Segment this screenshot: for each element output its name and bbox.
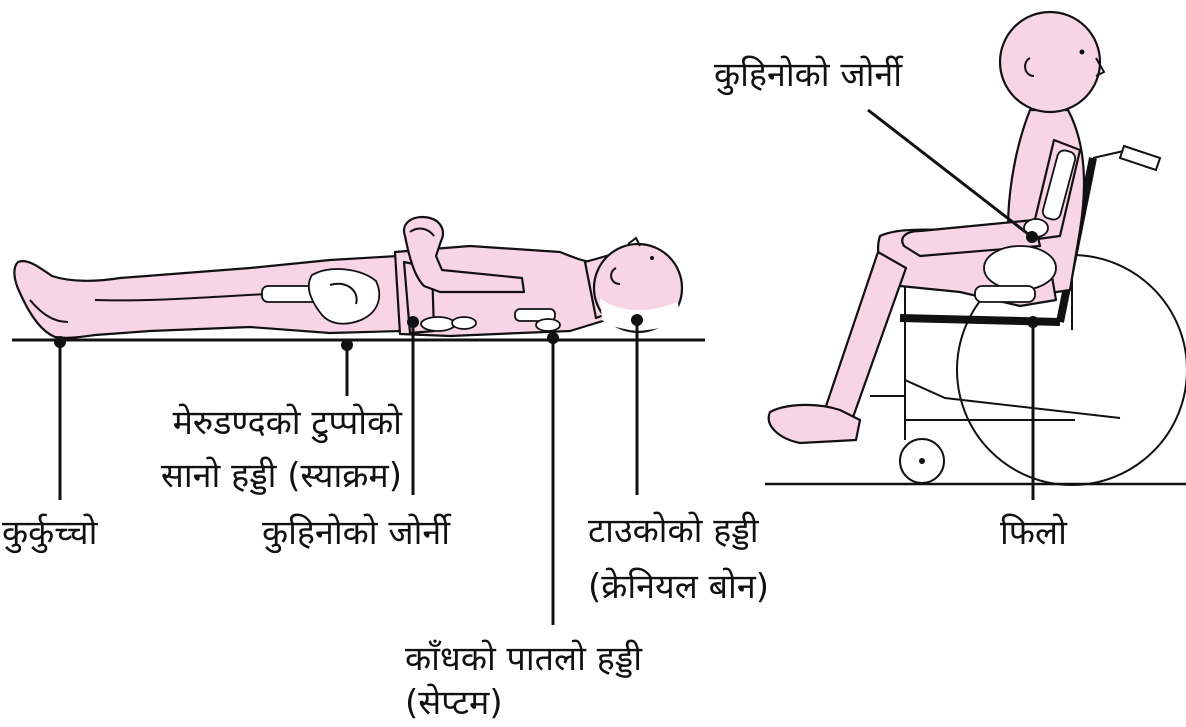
lying-elbow-bone-2: [452, 317, 476, 329]
seated-femur-bone: [975, 286, 1035, 302]
label-sacrum-line2: सानो हड्डी (स्याक्रम): [110, 455, 402, 497]
label-wheelchair-elbow: कुहिनोको जोर्नी: [714, 54, 902, 96]
label-sacrum-line1: मेरुडण्दको टुप्पोको: [110, 402, 402, 444]
lying-eye: [650, 256, 654, 260]
label-buttock: फिलो: [1000, 512, 1067, 554]
label-heel: कुर्कुच्चो: [2, 512, 97, 554]
seated-lower-leg: [824, 252, 906, 420]
label-skull-line2: (क्रेनियल बोन): [588, 566, 769, 608]
label-skull-line1: टाउकोको हड्डी: [588, 510, 759, 552]
wheelchair-footrest-frame: [905, 380, 1120, 418]
lying-elbow-bone-1: [421, 317, 455, 331]
wheelchair-small-wheel-hub: [919, 458, 925, 464]
label-elbow: कुहिनोको जोर्नी: [262, 512, 450, 554]
lying-figure: [12, 217, 705, 340]
label-shoulder-line2: (सेप्टम): [405, 682, 503, 724]
seated-elbow-leader-line: [868, 110, 1032, 237]
seated-head: [1000, 12, 1100, 112]
seated-eye: [1080, 50, 1085, 55]
seated-pelvis-bone: [984, 246, 1056, 290]
label-shoulder-line1: काँधको पातलो हड्डी: [405, 638, 642, 680]
wheelchair-handle-grip: [1120, 146, 1160, 170]
lying-shoulder-bone-2: [536, 319, 560, 331]
wheelchair-lower-frame: [870, 396, 1075, 420]
